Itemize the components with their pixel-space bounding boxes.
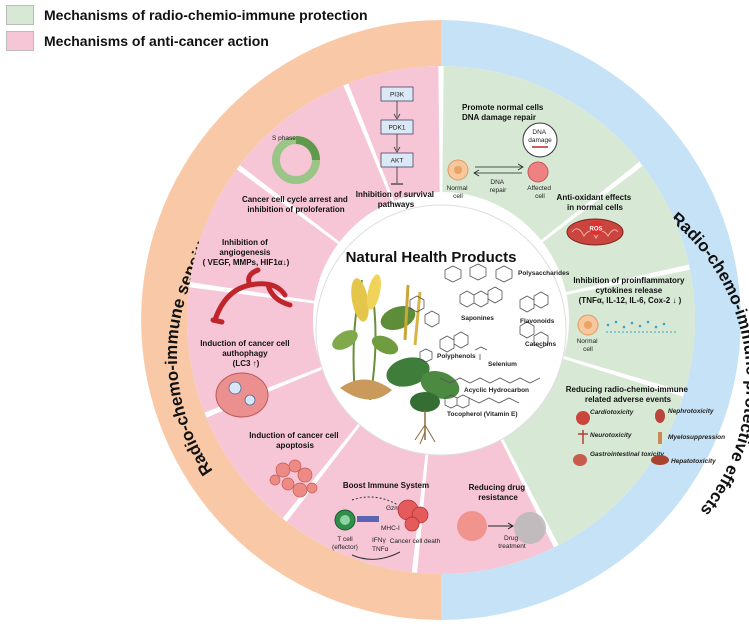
dna-affected-label: Affected cell	[527, 185, 553, 200]
bone-icon	[658, 432, 662, 444]
immune-panel: Boost Immune System T cell (effector) Gz…	[332, 481, 441, 560]
immune-label: IFNγ	[372, 537, 386, 544]
blood-vessel-icon	[212, 267, 293, 323]
legend-swatch-green	[6, 5, 34, 25]
neuron-icon	[578, 430, 588, 444]
autophagy-cell-icon	[215, 372, 269, 418]
kidney-icon	[655, 409, 665, 423]
dna-repair-label: DNA repair	[490, 179, 507, 194]
tumor-icon	[457, 511, 487, 541]
chemical-structures	[409, 263, 549, 409]
immune-label: T cell	[337, 536, 353, 543]
adverse-title: Reducing radio-chemio-immune related adv…	[566, 385, 690, 404]
angiogenesis-panel: Inhibition of angiogenesis ( VEGF, MMPs,…	[203, 238, 293, 325]
compound-label: Polyphenols	[437, 353, 476, 360]
survival-pathway-panel: PI3K PDK1 AKT Inhibition of survival pat…	[356, 86, 436, 209]
compound-label: Selenium	[488, 361, 517, 368]
antioxidant-panel: Anti-oxidant effects in normal cells ROS	[557, 193, 634, 246]
affected-cell-icon	[527, 161, 549, 183]
apoptotic-cell-icon	[269, 459, 318, 498]
adverse-item: Myelosuppression	[668, 434, 725, 441]
immune-label: GzmB	[386, 505, 404, 512]
cell-cycle-title: Cancer cell cycle arrest and inhibition …	[242, 195, 350, 214]
inflammation-panel: Inhibition of proinflammatory cytokines …	[573, 276, 686, 353]
legend-anticancer: Mechanisms of anti-cancer action	[6, 31, 269, 51]
pathway-label: PI3K	[390, 92, 405, 99]
dna-repair-panel: Promote normal cells DNA damage repair D…	[447, 103, 558, 200]
compound-label: Acyclic Hydrocarbon	[464, 387, 529, 394]
legend-swatch-pink	[6, 31, 34, 51]
drug-resistance-title: Reducing drug resistance	[469, 483, 528, 502]
antioxidant-title: Anti-oxidant effects in normal cells	[557, 193, 634, 212]
legend-label: Mechanisms of radio-chemio-immune protec…	[44, 7, 368, 23]
autophagy-panel: Induction of cancer cell authophagy (LC3…	[200, 339, 292, 418]
segment-autophagy	[186, 287, 322, 413]
adverse-item: Hepatotoxicity	[671, 458, 716, 465]
dna-damage-icon	[522, 122, 558, 158]
immune-label: MHC-I	[381, 525, 400, 532]
drug-resistance-panel: Reducing drug resistance Drug treatment	[457, 483, 546, 550]
legend-label: Mechanisms of anti-cancer action	[44, 33, 269, 49]
compound-label: Saponines	[461, 315, 494, 322]
immune-label: TNFα	[372, 546, 389, 553]
angiogenesis-title: Inhibition of angiogenesis ( VEGF, MMPs,…	[203, 238, 290, 267]
adverse-events-panel: Reducing radio-chemio-immune related adv…	[566, 385, 725, 466]
compound-labels: Polysaccharides Flavonoids Saponines Cat…	[437, 270, 570, 418]
segment-inflammation	[563, 269, 695, 392]
phase-label: S phase	[272, 135, 296, 142]
survival-title: Inhibition of survival pathways	[356, 190, 436, 209]
legend-protection: Mechanisms of radio-chemio-immune protec…	[6, 5, 368, 25]
segment-angiogenesis	[189, 169, 338, 301]
pathway-label: PDK1	[389, 125, 406, 132]
inflammation-title: Inhibition of proinflammatory cytokines …	[573, 276, 686, 305]
adverse-item: Neurotoxicity	[590, 432, 632, 439]
adverse-item: Cardiotoxicity	[590, 409, 634, 416]
immune-label: (effector)	[332, 544, 358, 551]
cell-cycle-panel: S phase Cancer cell cycle arrest and inh…	[242, 135, 350, 214]
compound-label: Tocopherol (Vitamin E)	[447, 411, 518, 418]
cancer-cell-icon	[397, 499, 429, 532]
heart-icon	[576, 411, 590, 425]
stomach-icon	[573, 454, 587, 466]
liver-icon	[651, 455, 669, 465]
compound-label: Flavonoids	[520, 318, 555, 325]
immune-title: Boost Immune System	[343, 481, 429, 490]
compound-label: Polysaccharides	[518, 270, 570, 277]
compound-label: Catechins	[525, 341, 556, 348]
center-title: Natural Health Products	[346, 249, 517, 266]
pathway-label: AKT	[391, 158, 404, 165]
cytokine-dots	[606, 320, 666, 329]
adverse-item: Nephrotoxicity	[668, 408, 714, 415]
apoptosis-panel: Induction of cancer cell apoptosis	[249, 431, 341, 498]
ros-label: ROS	[589, 227, 602, 233]
normal-cell-label: Normal cell	[577, 338, 600, 353]
dna-normal-label: Normal cell	[447, 185, 470, 200]
apoptosis-title: Induction of cancer cell apoptosis	[249, 431, 341, 450]
autophagy-title: Induction of cancer cell authophagy (LC3…	[200, 339, 292, 368]
adverse-item: Gastrointestinal toxicity	[590, 451, 664, 458]
segment-adverse-events	[500, 358, 684, 546]
dna-title: Promote normal cells DNA damage repair	[462, 103, 546, 122]
drug-treatment-label: Drug treatment	[498, 535, 526, 550]
immune-label: Cancer cell death	[390, 538, 441, 545]
dna-damage-label: DNA damage	[528, 129, 552, 144]
segment-immune	[286, 421, 427, 573]
plant-illustration	[332, 274, 460, 445]
